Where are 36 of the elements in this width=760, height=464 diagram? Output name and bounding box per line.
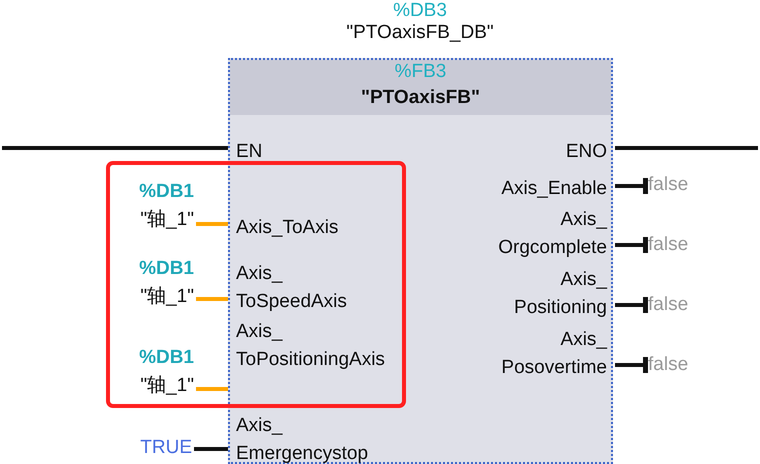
wire [2, 146, 228, 150]
output-pin-label: ENO [420, 138, 615, 166]
output-pin-label: Axis_ Orgcomplete [420, 206, 615, 262]
wire [615, 146, 758, 150]
wire [615, 237, 648, 253]
wire [196, 297, 228, 301]
instance-db-name: "PTOaxisFB_DB" [345, 22, 495, 44]
instance-db-address: %DB3 [392, 0, 448, 22]
wire [615, 297, 648, 313]
wire [615, 357, 648, 373]
output-value: false [648, 171, 688, 199]
operand-address: %DB1 [138, 346, 194, 370]
wire [615, 178, 648, 194]
input-pin-label: Axis_ ToPositioningAxis [230, 318, 402, 374]
output-pin-label: Axis_Enable [420, 175, 615, 203]
operand-name: "轴_1" [139, 208, 194, 232]
input-pin-label: EN [230, 138, 420, 166]
wire [196, 387, 228, 391]
constant-value: TRUE [120, 434, 192, 462]
function-block [228, 58, 613, 464]
operand-name: "轴_1" [139, 285, 194, 309]
input-pin-label: Axis_ ToSpeedAxis [230, 260, 370, 316]
output-value: false [648, 231, 688, 259]
output-pin-label: Axis_ Positioning [420, 266, 615, 322]
block-address: %FB3 [394, 60, 448, 84]
block-name: "PTOaxisFB" [360, 86, 482, 110]
operand-name: "轴_1" [139, 374, 194, 398]
operand-address: %DB1 [138, 180, 194, 204]
input-pin-label: Axis_ToAxis [230, 214, 400, 242]
output-value: false [648, 351, 688, 379]
input-pin-label: Axis_ Emergencystop [230, 412, 380, 464]
output-value: false [648, 291, 688, 319]
wire [196, 222, 228, 226]
output-pin-label: Axis_ Posovertime [420, 326, 615, 382]
wire [194, 447, 228, 451]
operand-address: %DB1 [138, 257, 194, 281]
